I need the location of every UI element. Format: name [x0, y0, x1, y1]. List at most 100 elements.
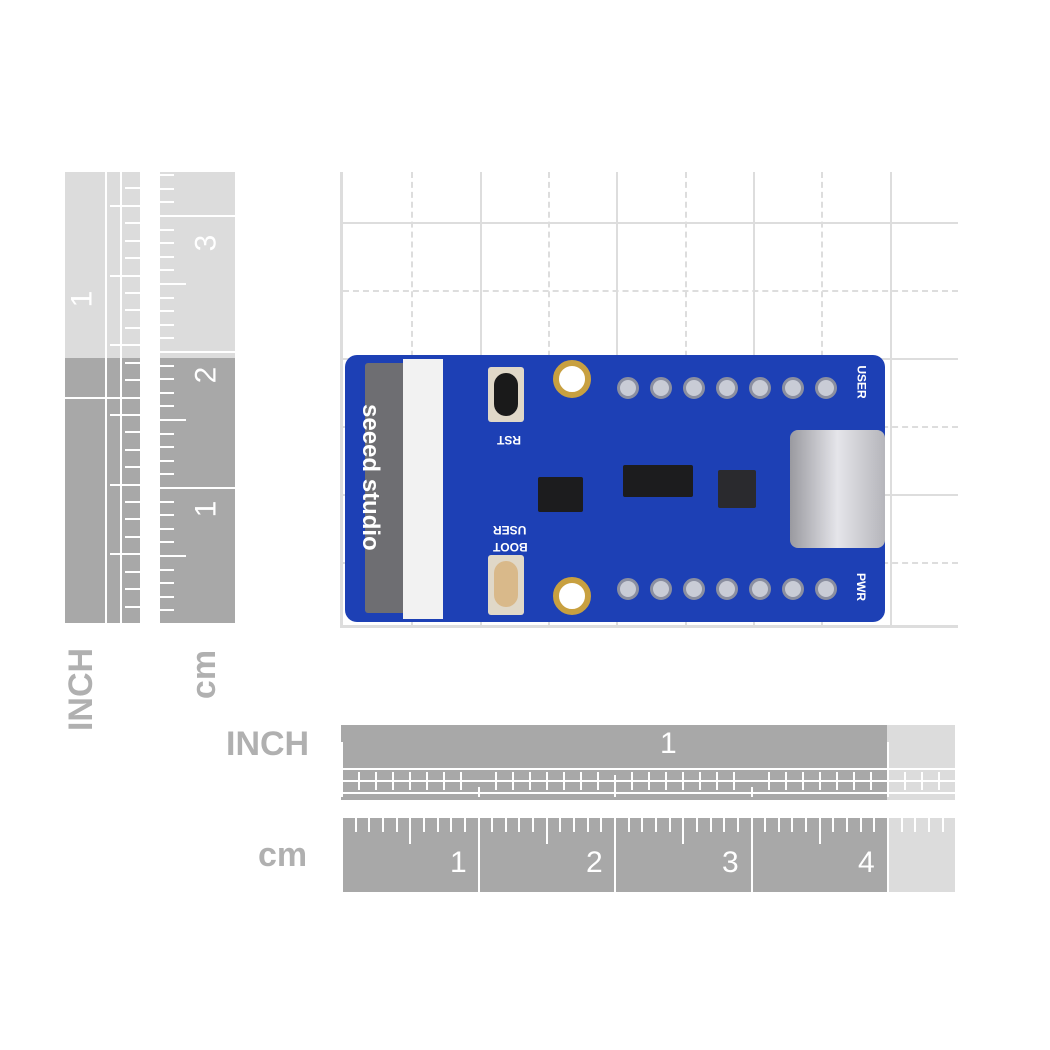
ruler-tick — [736, 818, 739, 832]
ruler-tick — [573, 818, 576, 832]
ruler-tick — [586, 818, 589, 832]
usb-c-connector[interactable] — [790, 430, 885, 548]
grid-line — [890, 172, 892, 625]
horizontal-cm-number: 3 — [722, 846, 739, 879]
ruler-tick — [125, 326, 140, 329]
ruler-tick — [125, 535, 140, 538]
vertical-inch-ruler — [65, 358, 140, 623]
ruler-tick — [927, 818, 930, 832]
ruler-tick — [160, 419, 186, 421]
ruler-tick — [477, 818, 480, 892]
header-pin — [716, 377, 738, 399]
ruler-tick — [160, 255, 174, 258]
ruler-tick — [110, 413, 140, 416]
ruler-tick — [125, 501, 140, 504]
header-pin — [650, 377, 672, 399]
ruler-tick — [160, 595, 174, 598]
ruler-tick — [160, 269, 174, 272]
ruler-tick — [381, 818, 384, 832]
rst-button[interactable] — [488, 367, 524, 422]
ruler-tick — [627, 818, 630, 832]
ruler-tick — [873, 818, 876, 832]
vertical-cm-label: cm — [185, 649, 224, 700]
boot-label: BOOT — [493, 540, 528, 554]
ruler-tick — [368, 818, 371, 832]
horizontal-cm-number: 4 — [858, 846, 875, 879]
ruler-tick — [110, 483, 140, 486]
ruler-tick — [160, 228, 174, 231]
vertical-cm-ruler — [160, 358, 235, 623]
ruler-tick — [160, 310, 174, 313]
rst-label: RST — [497, 433, 521, 447]
ruler-tick — [160, 527, 174, 530]
ruler-tick — [600, 818, 603, 832]
ruler-tick — [160, 459, 174, 462]
ruler-tick — [354, 818, 357, 832]
ruler-tick — [160, 296, 174, 299]
ruler-tick — [805, 818, 808, 832]
header-pin — [815, 377, 837, 399]
ruler-tick — [668, 818, 671, 832]
ruler-tick — [125, 239, 140, 242]
ruler-tick — [125, 361, 140, 364]
vertical-inch-label: INCH — [62, 647, 101, 732]
user-led-label: USER — [854, 365, 869, 399]
ruler-tick — [504, 818, 507, 832]
ruler-tick — [422, 818, 425, 832]
ic-chip — [718, 470, 756, 508]
ruler-tick — [559, 818, 562, 832]
vertical-cm-ruler-light — [160, 172, 235, 358]
horizontal-inch-label: INCH — [226, 725, 310, 763]
ruler-tick — [125, 448, 140, 451]
horizontal-cm-number: 1 — [450, 846, 467, 879]
grid-line — [343, 222, 958, 224]
pcb-board: seeed studio RST BOOT USER USER PWR — [345, 355, 885, 622]
ruler-tick — [341, 792, 955, 794]
ruler-tick — [160, 378, 174, 381]
ruler-tick — [614, 818, 616, 892]
ruler-tick — [395, 818, 398, 832]
ruler-tick — [160, 432, 174, 435]
header-pin — [617, 377, 639, 399]
ruler-tick — [125, 257, 140, 260]
ruler-tick — [125, 466, 140, 469]
header-pin — [782, 578, 804, 600]
ruler-tick — [125, 379, 140, 382]
ruler-tick — [160, 514, 174, 517]
user-button-label: USER — [493, 523, 527, 537]
vertical-cm-number: 3 — [189, 234, 223, 252]
ruler-tick — [160, 500, 174, 503]
ruler-tick — [160, 283, 186, 285]
boot-button[interactable] — [488, 555, 524, 615]
ruler-tick — [695, 818, 698, 832]
ruler-tick — [110, 274, 140, 277]
horizontal-inch-number: 1 — [660, 727, 677, 760]
mcu-chip — [623, 465, 693, 497]
ruler-tick — [614, 775, 616, 797]
ruler-tick — [545, 818, 548, 844]
header-pin — [782, 377, 804, 399]
ruler-tick — [750, 818, 753, 892]
header-pin — [683, 377, 705, 399]
ruler-tick — [125, 291, 140, 294]
ruler-tick — [450, 818, 453, 832]
ruler-tick — [160, 405, 174, 408]
ruler-tick — [491, 818, 494, 832]
ruler-tick — [160, 337, 174, 340]
ruler-tick — [160, 323, 174, 326]
ruler-tick — [160, 609, 174, 612]
ruler-tick — [160, 391, 174, 394]
ruler-tick — [887, 818, 889, 892]
ruler-tick — [641, 818, 644, 832]
ruler-tick — [341, 768, 955, 770]
grid-line — [343, 290, 958, 292]
horizontal-inch-ruler-light — [887, 725, 955, 800]
brand-logo: seeed studio — [357, 404, 384, 551]
ruler-tick — [436, 818, 439, 832]
header-pin — [749, 377, 771, 399]
ruler-tick — [110, 204, 140, 207]
ruler-tick — [463, 818, 466, 832]
vertical-inch-ruler-light — [65, 172, 140, 358]
ruler-tick — [341, 780, 955, 782]
ruler-tick — [160, 582, 174, 585]
